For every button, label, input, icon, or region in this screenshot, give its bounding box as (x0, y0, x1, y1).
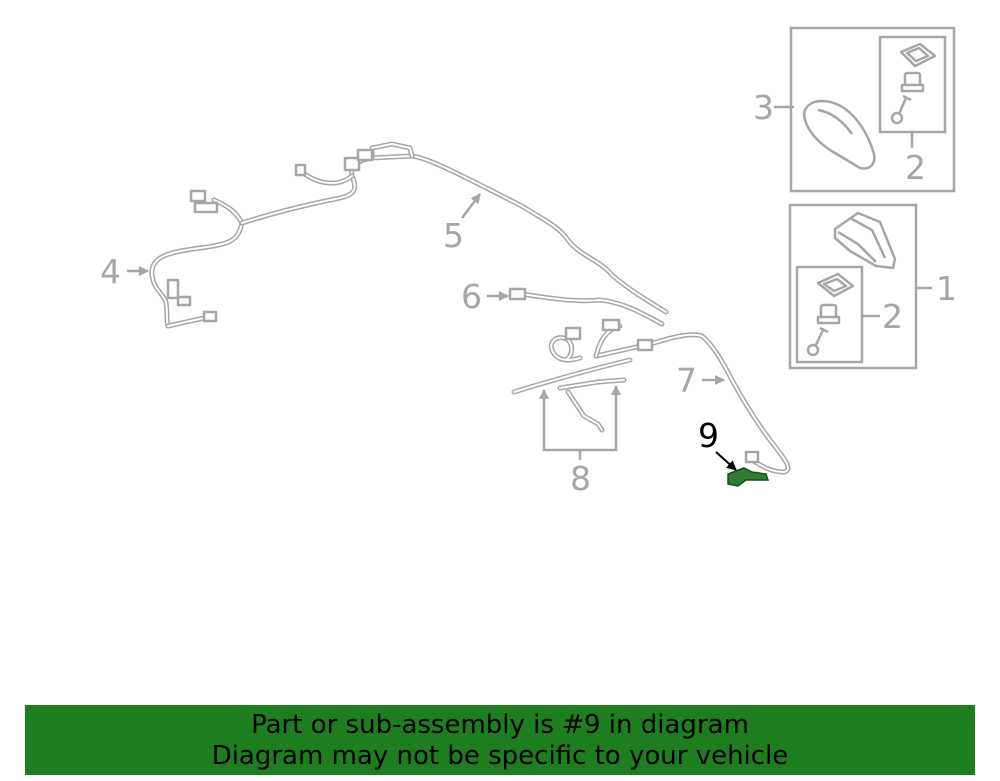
part-8-bracket: 8 (511, 357, 633, 498)
part-1-assembly: 1 2 (788, 203, 957, 370)
banner-line-2: Diagram may not be specific to your vehi… (211, 741, 789, 771)
callout-6: 6 (461, 277, 482, 316)
callout-1: 1 (936, 269, 957, 308)
part-9-clip-highlighted: 9 (698, 416, 770, 487)
antenna-module (833, 211, 897, 270)
part-6-lead: 6 (461, 277, 665, 327)
info-banner: Part or sub-assembly is #9 in diagram Di… (25, 705, 975, 775)
part-3-assembly: 3 2 (753, 26, 956, 193)
callout-2-top: 2 (905, 148, 926, 187)
callout-8: 8 (570, 459, 591, 498)
part-5-harness: 5 (239, 141, 669, 315)
part-1-frame (788, 203, 918, 370)
part-4-harness: 4 (100, 189, 245, 329)
shark-fin-cover (802, 99, 876, 170)
callout-3: 3 (753, 88, 774, 127)
callout-7: 7 (676, 361, 697, 400)
part-7-harness: 7 (548, 318, 791, 475)
screw-bottom (813, 326, 829, 348)
part-3-frame (789, 26, 956, 193)
part-9-clip (727, 467, 770, 487)
parts-diagram: 3 2 1 2 4 (100, 26, 957, 498)
part-2-inset-bottom (795, 265, 864, 364)
callout-4: 4 (100, 252, 121, 291)
callout-9: 9 (698, 416, 719, 455)
banner-line-1: Part or sub-assembly is #9 in diagram (251, 710, 749, 740)
callout-5: 5 (443, 216, 464, 255)
callout-2-bottom: 2 (882, 297, 903, 336)
screw-top (897, 94, 912, 115)
